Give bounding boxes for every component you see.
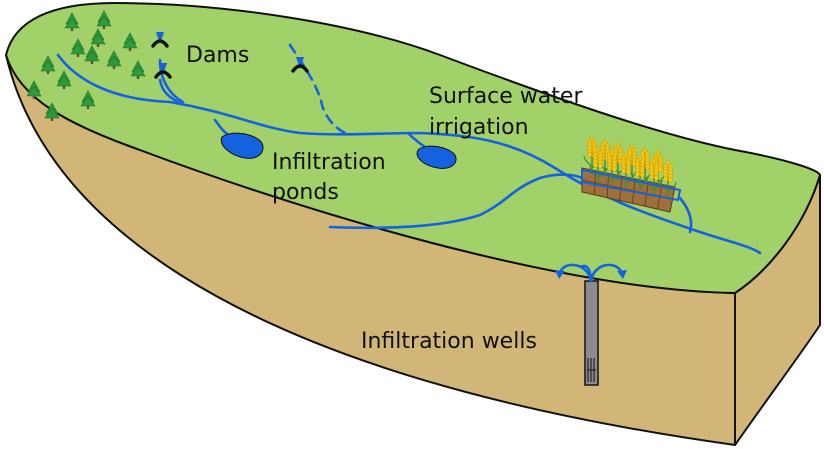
- tree-icon: [64, 12, 80, 31]
- ponds-label-line1: Infiltration: [272, 150, 386, 175]
- fountain-icon: [555, 263, 627, 283]
- dam-wall-icon: [154, 70, 172, 79]
- tributary: [328, 173, 584, 230]
- fountain-arrow-left: [555, 270, 565, 279]
- tree-icon: [90, 28, 106, 47]
- crop-icon: [645, 158, 663, 196]
- tree-icon: [70, 38, 86, 57]
- irrigation-channel: [678, 196, 693, 234]
- crop-icon: [617, 152, 635, 190]
- tree-icon: [80, 90, 96, 109]
- tree-icon: [26, 80, 42, 99]
- fountain-arrow-right: [617, 270, 627, 279]
- crop-icon: [631, 155, 649, 193]
- well-icon: [584, 280, 599, 386]
- dam-stream-2: [158, 78, 182, 105]
- pond-icon: [416, 145, 457, 169]
- dam-water-icon: [159, 63, 167, 75]
- tree-icon: [56, 70, 72, 89]
- crop-icon: [589, 146, 607, 184]
- tree-icon: [130, 60, 146, 79]
- well-screen: [587, 358, 596, 382]
- dam-water-icon: [156, 32, 164, 44]
- fountain-jet-center: [579, 264, 593, 281]
- dam-icon: [151, 32, 169, 48]
- dam-wall-icon: [291, 64, 309, 73]
- surface-irrigation-label-line1: Surface water: [429, 84, 583, 109]
- dam-icon: [154, 63, 172, 79]
- dam-wall-icon: [151, 39, 169, 48]
- tree-icon: [96, 10, 112, 29]
- main-river: [56, 53, 762, 255]
- land-surface: [5, 2, 821, 294]
- tree-icon: [106, 50, 122, 69]
- tree-icon: [40, 55, 56, 74]
- wells-label: Infiltration wells: [361, 329, 537, 354]
- tree-icon: [122, 32, 138, 51]
- dam-icon: [291, 57, 309, 73]
- crop-field: [581, 136, 682, 213]
- tree-icon: [84, 45, 100, 64]
- dams-label: Dams: [186, 43, 249, 68]
- irrigation-frame: [581, 168, 682, 202]
- dam-water-icon: [296, 57, 304, 69]
- forest: [26, 10, 146, 121]
- tree-icon: [44, 102, 60, 121]
- crop-icon: [659, 160, 677, 198]
- ponds-label-line2: ponds: [272, 180, 339, 205]
- crop-plants: [583, 136, 677, 198]
- pond-icon: [220, 132, 264, 159]
- river-network: [56, 43, 762, 255]
- surface-irrigation-label-line2: irrigation: [429, 115, 529, 140]
